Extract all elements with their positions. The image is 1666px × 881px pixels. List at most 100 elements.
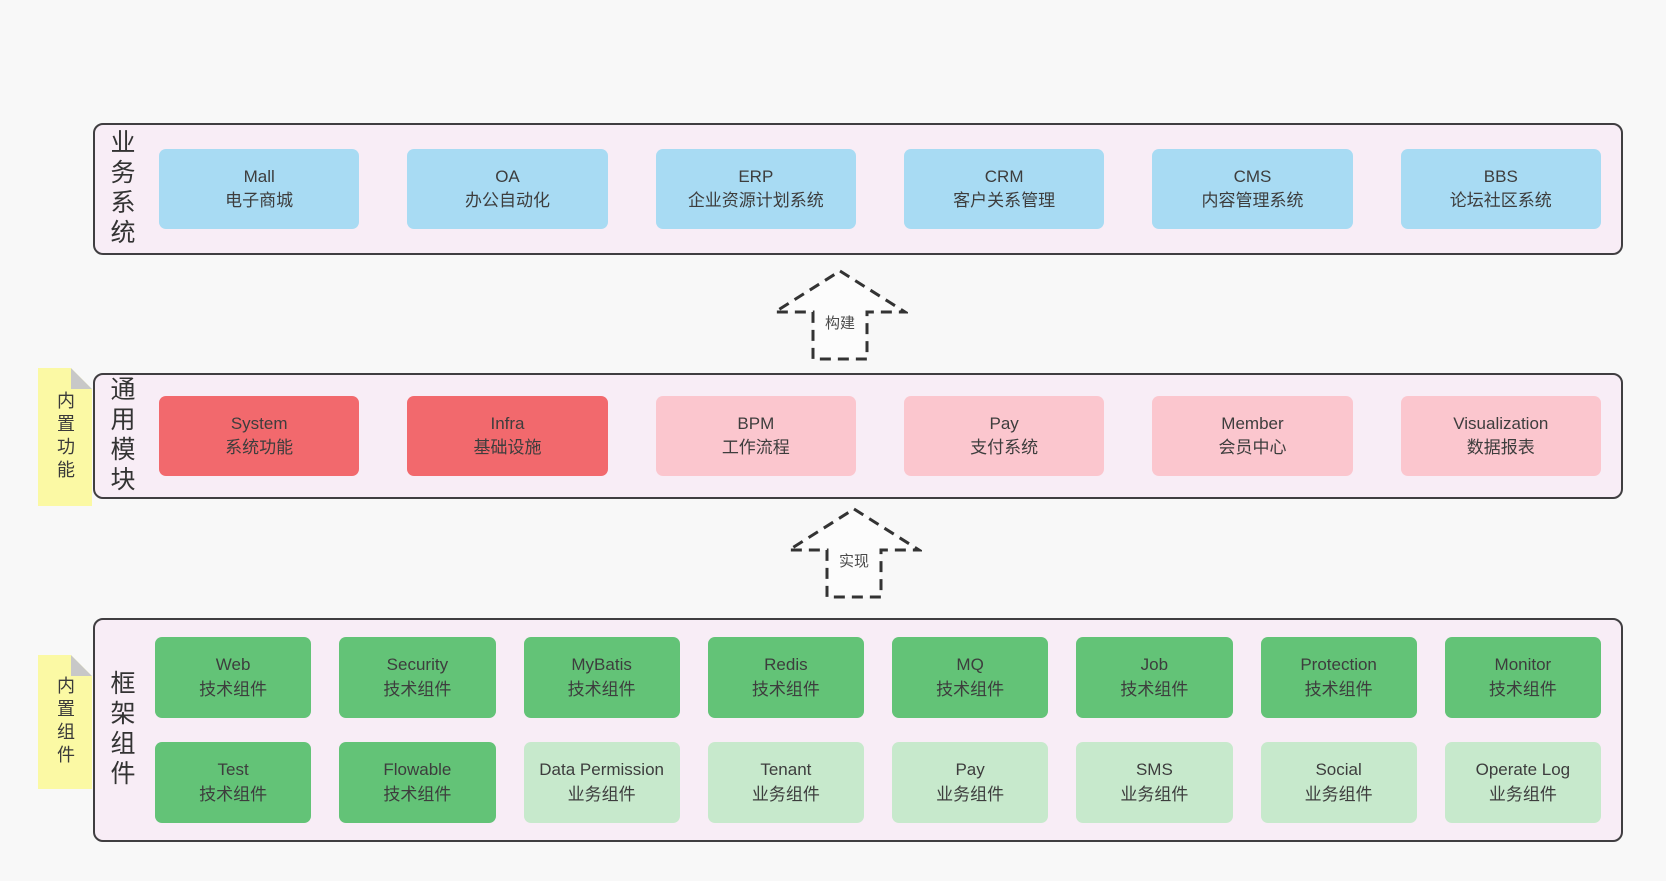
node-mall: Mall 电子商城 [159,149,360,229]
node-subtitle: 论坛社区系统 [1449,191,1552,210]
band-label-business-systems: 业务系统 [107,129,135,249]
up-arrow-shape [772,269,908,361]
node-subtitle: 办公自动化 [464,191,550,210]
node-subtitle: 技术组件 [751,679,820,699]
node-title: SMS [1135,760,1173,780]
node-subtitle: 业务组件 [567,784,636,804]
node-subtitle: 系统功能 [225,438,294,457]
node-title: Security [386,655,449,675]
node-title: BPM [737,413,775,433]
node-title: Test [217,760,249,780]
up-arrow-shape [786,507,922,599]
band-business-systems: 业务系统 Mall 电子商城 OA 办公自动化 ERP 企业资源计划系统 CRM… [93,123,1623,255]
node-subtitle: 支付系统 [970,438,1039,457]
sticky-note-builtin-features: 内置功能 [38,368,92,506]
node-subtitle: 企业资源计划系统 [687,191,824,210]
node-member: Member 会员中心 [1152,396,1353,476]
node-crm: CRM 客户关系管理 [903,149,1105,229]
node-title: Web [215,655,251,675]
node-bbs: BBS 论坛社区系统 [1400,149,1601,229]
band-common-modules: 通用模块 System 系统功能 Infra 基础设施 BPM 工作流程 Pay… [93,373,1623,499]
node-subtitle: 技术组件 [936,679,1005,699]
node-subtitle: 业务组件 [751,784,820,804]
node-title: Pay [955,760,985,780]
fold-corner-icon [71,368,92,389]
node-title: Monitor [1494,655,1552,675]
band-framework-components: 框架组件 Web 技术组件 Security 技术组件 MyBatis 技术组件… [93,618,1623,842]
node-title: MyBatis [571,655,632,675]
node-redis: Redis 技术组件 [707,637,864,718]
node-title: MQ [956,655,984,675]
node-subtitle: 数据报表 [1466,438,1535,457]
node-test: Test 技术组件 [155,742,312,823]
node-title: Flowable [383,760,452,780]
node-erp: ERP 企业资源计划系统 [655,149,856,229]
node-flowable: Flowable 技术组件 [339,742,496,823]
framework-components-grid: Web 技术组件 Security 技术组件 MyBatis 技术组件 Redi… [135,637,1621,823]
up-arrow-icon: 实现 [786,507,922,599]
node-subtitle: 业务组件 [1120,784,1189,804]
node-subtitle: 业务组件 [936,784,1005,804]
node-job: Job 技术组件 [1076,637,1233,718]
node-subtitle: 技术组件 [1488,679,1557,699]
node-title: CMS [1233,166,1272,186]
node-data-permission: Data Permission 业务组件 [523,742,680,823]
node-subtitle: 技术组件 [567,679,636,699]
node-subtitle: 电子商城 [225,191,294,210]
framework-row-1: Web 技术组件 Security 技术组件 MyBatis 技术组件 Redi… [155,637,1601,718]
node-operate-log: Operate Log 业务组件 [1444,742,1601,823]
node-system: System 系统功能 [159,396,360,476]
node-title: Social [1315,760,1362,780]
node-title: Visualization [1453,413,1549,433]
node-web: Web 技术组件 [155,637,312,718]
node-security: Security 技术组件 [339,637,496,718]
framework-row-2: Test 技术组件 Flowable 技术组件 Data Permission … [155,742,1601,823]
node-title: Redis [764,655,808,675]
node-subtitle: 业务组件 [1488,784,1557,804]
band-label-common-modules: 通用模块 [107,376,135,496]
node-social: Social 业务组件 [1260,742,1417,823]
business-systems-boxes: Mall 电子商城 OA 办公自动化 ERP 企业资源计划系统 CRM 客户关系… [135,149,1621,229]
node-mybatis: MyBatis 技术组件 [523,637,680,718]
node-tenant: Tenant 业务组件 [707,742,864,823]
node-subtitle: 技术组件 [1304,679,1373,699]
band-label-framework-components: 框架组件 [107,670,135,790]
common-modules-boxes: System 系统功能 Infra 基础设施 BPM 工作流程 Pay 支付系统… [135,396,1621,476]
node-visualization: Visualization 数据报表 [1400,396,1601,476]
node-subtitle: 技术组件 [383,784,452,804]
node-title: Mall [243,166,275,186]
node-oa: OA 办公自动化 [407,149,608,229]
node-subtitle: 内容管理系统 [1201,191,1304,210]
arrow-implement: 实现 [786,506,922,600]
node-subtitle: 工作流程 [721,438,790,457]
node-title: Job [1140,655,1169,675]
arrow-build: 构建 [772,268,908,362]
node-title: BBS [1483,166,1518,186]
node-subtitle: 业务组件 [1304,784,1373,804]
node-title: Member [1221,413,1284,433]
sticky-note-label: 内置组件 [55,676,75,768]
node-cms: CMS 内容管理系统 [1152,149,1353,229]
node-title: Tenant [760,760,812,780]
node-bpm: BPM 工作流程 [655,396,856,476]
node-title: Infra [490,413,525,433]
node-subtitle: 技术组件 [1120,679,1189,699]
sticky-note-label: 内置功能 [55,391,75,483]
node-monitor: Monitor 技术组件 [1444,637,1601,718]
node-subtitle: 会员中心 [1218,438,1287,457]
sticky-note-builtin-components: 内置组件 [38,655,92,789]
fold-corner-icon [71,655,92,676]
node-subtitle: 技术组件 [199,679,268,699]
node-protection: Protection 技术组件 [1260,637,1417,718]
node-pay-system: Pay 支付系统 [903,396,1105,476]
up-arrow-icon: 构建 [772,269,908,361]
node-title: ERP [738,166,774,186]
node-subtitle: 基础设施 [473,438,542,457]
node-mq: MQ 技术组件 [892,637,1049,718]
arrow-label: 构建 [825,315,855,332]
node-pay-component: Pay 业务组件 [892,742,1049,823]
node-infra: Infra 基础设施 [407,396,608,476]
node-title: Pay [989,413,1019,433]
node-sms: SMS 业务组件 [1076,742,1233,823]
